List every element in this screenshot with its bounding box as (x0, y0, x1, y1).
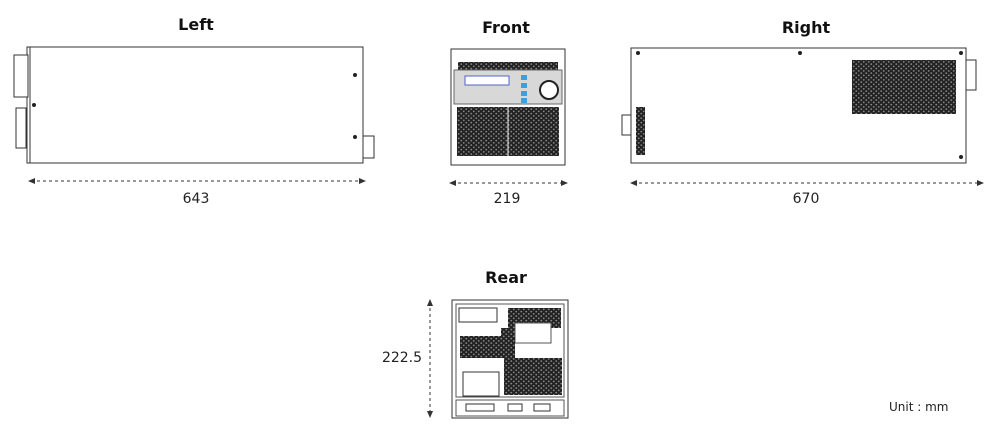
right-view-title: Right (781, 18, 831, 37)
rear-view-dimension: 222.5 (381, 350, 423, 366)
rear-view-title: Rear (485, 268, 527, 287)
front-view-title: Front (482, 18, 530, 37)
front-view-dimension: 219 (493, 191, 521, 207)
unit-label: Unit : mm (889, 400, 949, 414)
front-view-drawing (449, 48, 568, 186)
right-view-drawing (621, 47, 984, 186)
left-view-dimension: 643 (182, 191, 210, 207)
right-view-dimension: 670 (792, 191, 820, 207)
left-view-drawing (13, 46, 375, 184)
rear-view-drawing (427, 299, 569, 419)
left-view-title: Left (178, 15, 214, 34)
